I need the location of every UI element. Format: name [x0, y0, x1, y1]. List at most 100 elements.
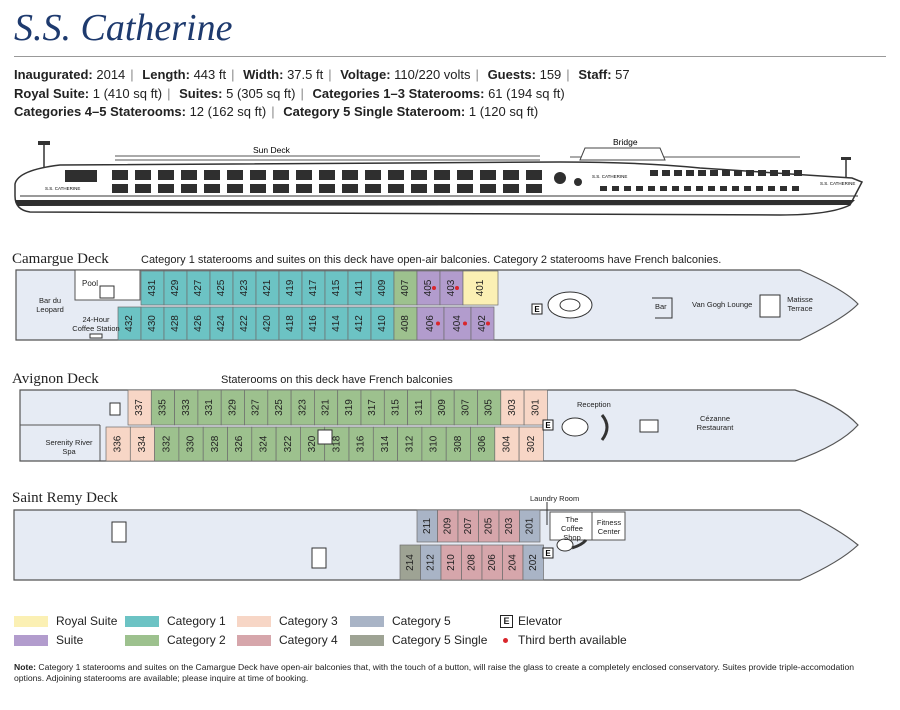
profile-window: [319, 170, 335, 180]
profile-window: [273, 184, 289, 193]
stateroom-423: [232, 270, 257, 306]
stateroom-number: 201: [524, 517, 535, 534]
stateroom-411: [347, 270, 372, 306]
profile-window: [720, 186, 727, 191]
stateroom-322: [275, 426, 301, 462]
stateroom-405: [416, 270, 441, 306]
avignon-elevator-label: E: [545, 421, 551, 430]
avignon-deck-note: Staterooms on this deck have French balc…: [221, 374, 453, 386]
specs-row-1: Inaugurated: 2014| Length: 443 ft| Width…: [14, 67, 630, 82]
profile-window: [227, 184, 243, 193]
stateroom-333: [174, 389, 199, 426]
stateroom-number: 208: [466, 554, 477, 571]
saint-remy-elevator-box: [542, 547, 554, 559]
stateroom-number: 334: [137, 435, 148, 452]
stateroom-number: 408: [400, 315, 411, 332]
stateroom-number: 424: [216, 315, 227, 332]
coffee-station-label: 24-Hour Coffee Station: [72, 315, 120, 333]
third-berth-dot-icon: [486, 321, 490, 326]
stateroom-number: 403: [446, 279, 457, 296]
matisse-label: Matisse Terrace: [787, 295, 813, 313]
stateroom-320: [300, 426, 326, 462]
elevator-icon: E: [500, 614, 513, 628]
stateroom-207: [457, 509, 479, 543]
stateroom-417: [301, 270, 326, 306]
profile-window: [732, 186, 739, 191]
stateroom-420: [255, 306, 280, 341]
profile-window: [650, 170, 658, 176]
stateroom-304: [494, 426, 520, 462]
stateroom-429: [163, 270, 188, 306]
hull-name-mid: S.S. CATHERINE: [592, 174, 627, 179]
stateroom-number: 426: [193, 315, 204, 332]
profile-window: [708, 186, 715, 191]
spec-value: 1 (120 sq ft): [468, 104, 539, 119]
stateroom-number: 423: [239, 279, 250, 296]
stateroom-330: [178, 426, 204, 462]
profile-window: [624, 186, 631, 191]
stateroom-number: 315: [390, 399, 401, 416]
stateroom-number: 214: [405, 554, 416, 571]
profile-window: [411, 184, 427, 193]
stateroom-418: [278, 306, 303, 341]
stateroom-312: [397, 426, 423, 462]
profile-window: [457, 170, 473, 180]
stateroom-number: 209: [442, 517, 453, 534]
stateroom-number: 312: [404, 435, 415, 452]
stateroom-401: [462, 270, 499, 306]
profile-window: [744, 186, 751, 191]
profile-window: [722, 170, 730, 176]
legend-swatch: [237, 615, 271, 627]
profile-window: [365, 184, 381, 193]
spec-value: 2014: [96, 67, 126, 82]
stateroom-301: [523, 389, 548, 426]
profile-windows: [112, 170, 802, 193]
profile-window: [662, 170, 670, 176]
stateroom-431: [140, 270, 165, 306]
stateroom-number: 409: [377, 279, 388, 296]
profile-window: [636, 186, 643, 191]
hull-name-stern: S.S. CATHERINE: [820, 181, 855, 186]
profile-window: [250, 184, 266, 193]
legend-swatch: [350, 615, 384, 627]
stateroom-number: 320: [307, 435, 318, 452]
avignon-elevator-box: [542, 419, 554, 431]
stateroom-number: 207: [463, 517, 474, 534]
stateroom-303: [500, 389, 525, 426]
profile-window: [758, 170, 766, 176]
stateroom-427: [186, 270, 211, 306]
profile-window: [135, 184, 151, 193]
profile-window: [526, 184, 542, 193]
spec-label: Length:: [142, 67, 190, 82]
stateroom-329: [220, 389, 245, 426]
stateroom-number: 420: [262, 315, 273, 332]
stateroom-408: [393, 306, 418, 341]
profile-window: [434, 184, 450, 193]
stateroom-number: 422: [239, 315, 250, 332]
title-rule: [14, 56, 886, 57]
stateroom-number: 428: [170, 315, 181, 332]
camargue-staircase: [547, 291, 593, 319]
stateroom-302: [518, 426, 544, 462]
legend-suite: Suite: [14, 633, 83, 647]
stateroom-406: [416, 306, 445, 341]
sun-deck-label: Sun Deck: [253, 145, 291, 155]
serenity-spa-label: Serenity River Spa: [45, 438, 93, 456]
stateroom-403: [439, 270, 464, 306]
legend-category-4: Category 4: [237, 633, 338, 647]
stateroom-number: 316: [356, 435, 367, 452]
stateroom-328: [202, 426, 228, 462]
profile-window: [227, 170, 243, 180]
profile-window: [648, 186, 655, 191]
stateroom-202: [522, 544, 544, 581]
stateroom-210: [440, 544, 462, 581]
stateroom-414: [324, 306, 349, 341]
spec-label: Categories 4–5 Staterooms:: [14, 104, 186, 119]
profile-window: [135, 170, 151, 180]
legend-category-5: Category 5: [350, 614, 451, 628]
profile-window: [526, 170, 542, 180]
specs-row-3: Categories 4–5 Staterooms: 12 (162 sq ft…: [14, 104, 539, 119]
